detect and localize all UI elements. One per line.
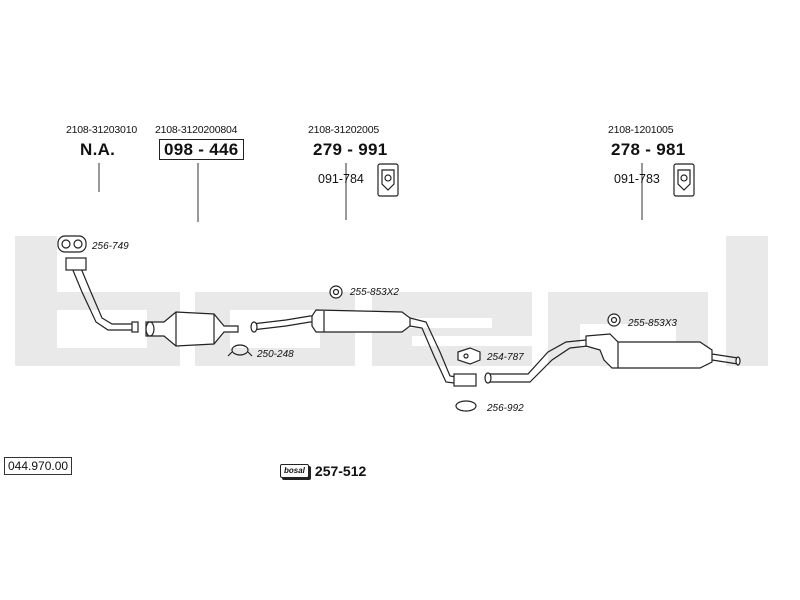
fitting-label: 250-248 bbox=[257, 349, 294, 360]
clamp-254-787-shape bbox=[457, 347, 481, 365]
oem-number: 2108-31202005 bbox=[308, 124, 379, 136]
oem-number: 2108-3120200804 bbox=[155, 124, 238, 136]
ring-255-853x3-shape bbox=[607, 313, 621, 327]
part-number-boxed: 098 - 446 bbox=[159, 139, 244, 160]
part-number: 279 - 991 bbox=[313, 140, 388, 159]
fitting-label: 255-853X2 bbox=[350, 287, 399, 298]
oem-number: 2108-1201005 bbox=[608, 124, 674, 136]
front-pipe bbox=[65, 257, 139, 333]
part-number: 278 - 981 bbox=[611, 140, 686, 159]
fitting-label: 255-853X3 bbox=[628, 318, 677, 329]
mount-bracket-091-784-shape bbox=[377, 163, 399, 197]
rear-silencer bbox=[484, 333, 741, 384]
bosal-logo: bosal bbox=[280, 464, 309, 478]
oem-number: 2108-31203010 bbox=[66, 124, 137, 136]
mounting-kit: bosal 257-512 bbox=[280, 463, 366, 479]
gasket-256-749-shape bbox=[57, 235, 87, 253]
mount-bracket-091-783-shape bbox=[673, 163, 695, 197]
part-number: N.A. bbox=[80, 140, 116, 159]
mount-number: 091-783 bbox=[614, 172, 660, 186]
catalytic-converter bbox=[145, 311, 239, 347]
fitting-label: 256-992 bbox=[487, 403, 524, 414]
mount-number: 091-784 bbox=[318, 172, 364, 186]
fitting-label: 254-787 bbox=[487, 352, 524, 363]
ring-255-853x2-shape bbox=[329, 285, 343, 299]
assembly-reference: 044.970.00 bbox=[4, 457, 73, 475]
middle-silencer bbox=[250, 309, 477, 387]
kit-number: 257-512 bbox=[314, 463, 367, 479]
fitting-label: 256-749 bbox=[92, 241, 129, 252]
gasket-256-992-shape bbox=[455, 400, 477, 412]
clamp-250-248-shape bbox=[227, 344, 253, 357]
